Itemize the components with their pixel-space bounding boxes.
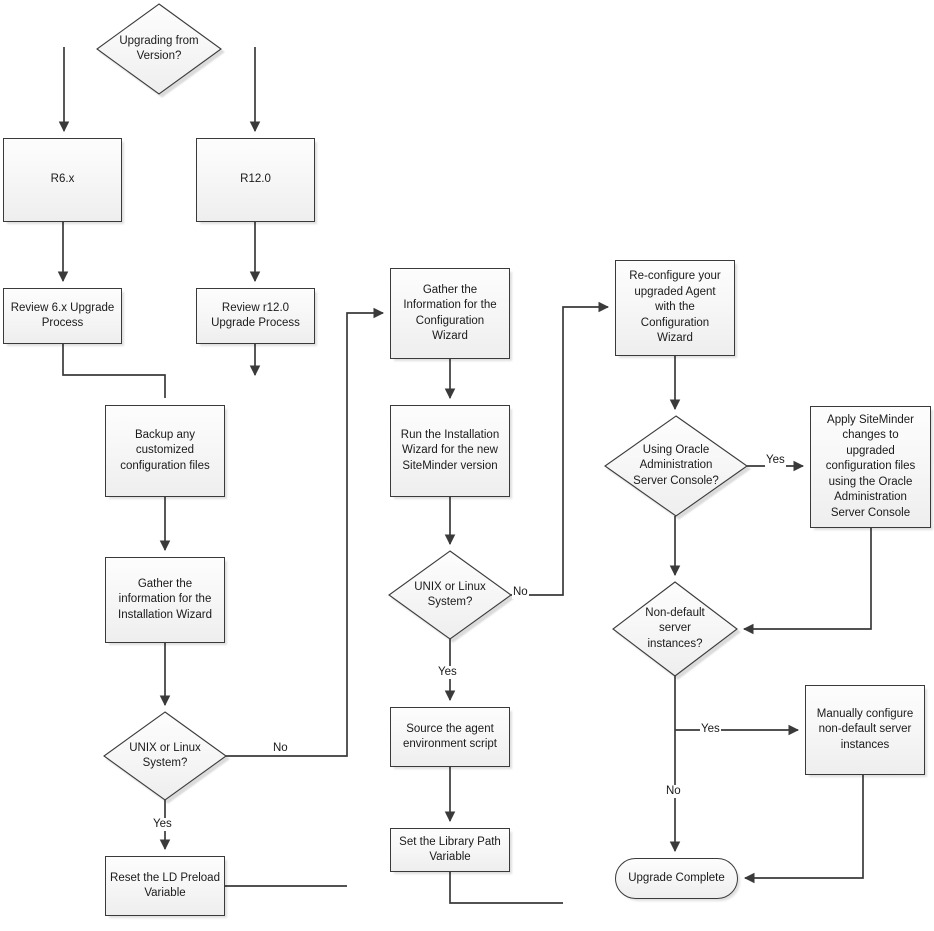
node-label-review_r120_upgrade_process: Review r12.0 Upgrade Process xyxy=(211,301,300,330)
node-r120[interactable]: R12.0 xyxy=(196,138,315,222)
node-r6x[interactable]: R6.x xyxy=(3,138,122,222)
node-run_installation_wizard[interactable]: Run the Installation Wizard for the new … xyxy=(390,405,510,497)
node-label-reconfigure_upgraded_agent: Re-configure your upgraded Agent with th… xyxy=(629,270,721,345)
node-label-unix_or_linux_left: UNIX or Linux System? xyxy=(129,741,201,770)
node-manually_configure_non_default[interactable]: Manually configure non-default server in… xyxy=(805,685,925,775)
edge-review_6x_upgrade_process-to-backup_customized_config xyxy=(62,344,166,398)
node-label-upgrading_from_version: Upgrading from Version? xyxy=(119,34,199,63)
node-label-reset_ld_preload: Reset the LD Preload Variable xyxy=(110,871,220,900)
edge-unix_or_linux_mid-to-reconfigure_upgraded_agent xyxy=(511,301,610,596)
node-reset_ld_preload[interactable]: Reset the LD Preload Variable xyxy=(105,856,225,916)
node-label-apply_siteminder_changes: Apply SiteMinder changes to upgraded con… xyxy=(825,413,916,519)
edge-label-unix_left_yes: Yes xyxy=(152,818,173,831)
node-label-source_agent_env_script: Source the agent environment script xyxy=(403,722,497,751)
edge-label-non_default_yes: Yes xyxy=(700,723,721,736)
node-label-gather_info_installation_wizard: Gather the information for the Installat… xyxy=(118,577,212,621)
node-label-upgrade_complete: Upgrade Complete xyxy=(628,871,725,884)
edge-label-oracle_console_yes: Yes xyxy=(765,454,786,467)
node-label-non_default_server_instances: Non-default server instances? xyxy=(645,606,705,650)
node-using_oracle_admin_console[interactable]: Using Oracle Administration Server Conso… xyxy=(605,416,747,516)
node-upgrade_complete[interactable]: Upgrade Complete xyxy=(615,858,738,899)
edge-label-unix_mid_no: No xyxy=(512,586,529,599)
node-label-unix_or_linux_mid: UNIX or Linux System? xyxy=(414,580,486,609)
node-label-r120: R12.0 xyxy=(240,173,271,186)
edge-manually_configure_non_default-to-upgrade_complete xyxy=(743,775,864,884)
node-apply_siteminder_changes[interactable]: Apply SiteMinder changes to upgraded con… xyxy=(810,406,931,528)
node-gather_info_installation_wizard[interactable]: Gather the information for the Installat… xyxy=(105,557,225,643)
node-label-using_oracle_admin_console: Using Oracle Administration Server Conso… xyxy=(633,443,719,487)
edge-apply_siteminder_changes-to-non_default_server_instances xyxy=(742,528,872,635)
node-label-manually_configure_non_default: Manually configure non-default server in… xyxy=(816,707,914,751)
node-reconfigure_upgraded_agent[interactable]: Re-configure your upgraded Agent with th… xyxy=(615,260,735,356)
node-label-backup_customized_config: Backup any customized configuration file… xyxy=(120,428,210,472)
edge-set_library_path_variable-to-reconfigure_upgraded_agent xyxy=(449,872,563,904)
node-label-r6x: R6.x xyxy=(50,173,75,186)
node-upgrading_from_version[interactable]: Upgrading from Version? xyxy=(97,4,221,94)
node-review_r120_upgrade_process[interactable]: Review r12.0 Upgrade Process xyxy=(196,288,315,344)
node-label-set_library_path_variable: Set the Library Path Variable xyxy=(399,835,501,864)
node-label-run_installation_wizard: Run the Installation Wizard for the new … xyxy=(400,428,500,472)
edge-label-non_default_no: No xyxy=(665,785,682,798)
edge-label-unix_mid_yes: Yes xyxy=(437,666,458,679)
node-source_agent_env_script[interactable]: Source the agent environment script xyxy=(390,707,510,767)
node-unix_or_linux_mid[interactable]: UNIX or Linux System? xyxy=(389,551,511,639)
edge-label-unix_left_no: No xyxy=(272,742,289,755)
node-unix_or_linux_left[interactable]: UNIX or Linux System? xyxy=(104,712,226,800)
node-label-review_6x_upgrade_process: Review 6.x Upgrade Process xyxy=(10,301,115,330)
node-backup_customized_config[interactable]: Backup any customized configuration file… xyxy=(105,405,225,497)
edge-unix_or_linux_left-to-gather_info_configuration_wizard xyxy=(226,307,385,757)
node-set_library_path_variable[interactable]: Set the Library Path Variable xyxy=(390,828,510,872)
decision-shapes xyxy=(96,3,748,801)
node-label-gather_info_configuration_wizard: Gather the Information for the Configura… xyxy=(403,283,497,343)
node-non_default_server_instances[interactable]: Non-default server instances? xyxy=(613,582,737,676)
node-gather_info_configuration_wizard[interactable]: Gather the Information for the Configura… xyxy=(390,268,510,359)
node-review_6x_upgrade_process[interactable]: Review 6.x Upgrade Process xyxy=(3,288,122,344)
